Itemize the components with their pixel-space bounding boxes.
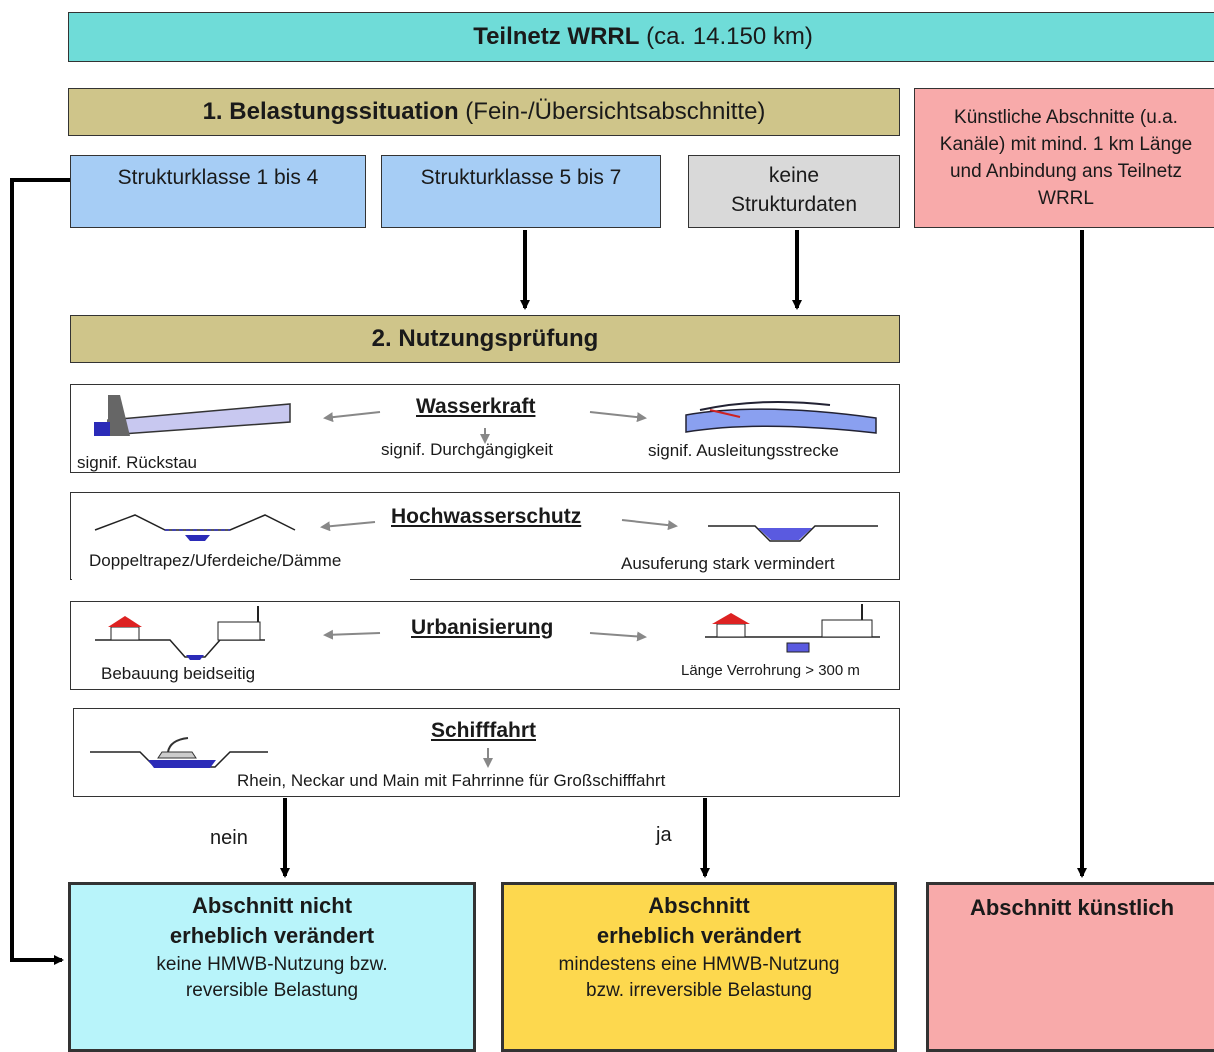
hochwasserschutz-title: Hochwasserschutz <box>391 505 582 528</box>
urbanisierung-left-label: Bebauung beidseitig <box>101 664 256 683</box>
diversion-reach-icon <box>685 400 877 434</box>
artificial-sections-text: Künstliche Abschnitte (u.a. Kanäle) mit … <box>939 107 1193 209</box>
result-artificial-line1: Abschnitt künstlich <box>969 895 1175 920</box>
grey-arrows <box>320 411 678 768</box>
flow-arrows <box>10 178 1087 965</box>
schifffahrt-text: Rhein, Neckar und Main mit Fahrrinne für… <box>237 771 666 790</box>
result-heavily-modified-line3: mindestens eine HMWB-Nutzung <box>558 954 840 975</box>
network-header: Teilnetz WRRL (ca. 14.150 km) <box>68 12 1214 62</box>
buildings-both-sides-icon <box>95 606 265 660</box>
step2-header: 2. Nutzungsprüfung <box>70 315 900 363</box>
class-1-4-label: Strukturklasse 1 bis 4 <box>117 166 319 189</box>
no-structure-data-line1: keine <box>768 164 820 187</box>
arrow-class14-to-result <box>10 178 70 965</box>
reduced-floodplain-icon <box>708 525 878 542</box>
double-trapezoid-icon <box>94 514 296 541</box>
no-structure-data-line2: Strukturdaten <box>730 193 858 216</box>
no-structure-data-box: keine Strukturdaten <box>688 155 900 228</box>
ship-channel-icon <box>90 737 268 768</box>
step2-title: 2. Nutzungsprüfung <box>371 325 599 352</box>
urbanisierung-right-label: Länge Verrohrung > 300 m <box>681 662 860 679</box>
result-not-modified-box: Abschnitt nicht erheblich verändert kein… <box>68 882 476 1052</box>
wasserkraft-right-label: signif. Ausleitungsstrecke <box>648 441 839 460</box>
result-artificial-box: Abschnitt künstlich <box>926 882 1214 1052</box>
result-not-modified-line3: keine HMWB-Nutzung bzw. <box>156 954 388 975</box>
result-heavily-modified-box: Abschnitt erheblich verändert mindestens… <box>501 882 897 1052</box>
branch-no-label: nein <box>210 827 248 849</box>
step1-title: 1. Belastungssituation <box>202 98 459 125</box>
result-heavily-modified-line4: bzw. irreversible Belastung <box>586 980 812 1001</box>
class-5-7-label: Strukturklasse 5 bis 7 <box>420 166 622 189</box>
class-1-4-box: Strukturklasse 1 bis 4 <box>70 155 366 228</box>
result-not-modified-line1: Abschnitt nicht <box>191 893 353 918</box>
hochwasserschutz-left-label: Doppeltrapez/Uferdeiche/Dämme <box>89 551 342 570</box>
step1-subtitle: (Fein-/Übersichtsabschnitte) <box>465 98 766 125</box>
urbanisierung-title: Urbanisierung <box>411 616 554 639</box>
wasserkraft-title: Wasserkraft <box>416 395 536 418</box>
class-5-7-box: Strukturklasse 5 bis 7 <box>381 155 661 228</box>
wasserkraft-center-label: signif. Durchgängigkeit <box>381 440 553 459</box>
step1-header: 1. Belastungssituation (Fein-/Übersichts… <box>68 88 900 136</box>
urbanisierung-panel: Urbanisierung Bebauung beidseitig Länge … <box>70 601 900 690</box>
schifffahrt-title: Schifffahrt <box>431 719 536 742</box>
dam-backwater-icon <box>94 395 291 436</box>
hochwasserschutz-right-label: Ausuferung stark vermindert <box>621 554 835 573</box>
network-title: Teilnetz WRRL <box>473 23 640 50</box>
result-heavily-modified-line2: erheblich verändert <box>596 923 802 948</box>
result-heavily-modified-line1: Abschnitt <box>648 893 750 918</box>
branch-yes-label: ja <box>656 824 672 846</box>
culvert-pipe-icon <box>705 604 880 653</box>
result-not-modified-line4: reversible Belastung <box>185 980 359 1001</box>
wasserkraft-left-label: signif. Rückstau <box>77 453 197 472</box>
result-not-modified-line2: erheblich verändert <box>169 923 375 948</box>
network-length: (ca. 14.150 km) <box>646 23 813 50</box>
schifffahrt-panel: Schifffahrt Rhein, Neckar und Main mit F… <box>73 708 900 797</box>
artificial-sections-box: Künstliche Abschnitte (u.a. Kanäle) mit … <box>914 88 1214 228</box>
